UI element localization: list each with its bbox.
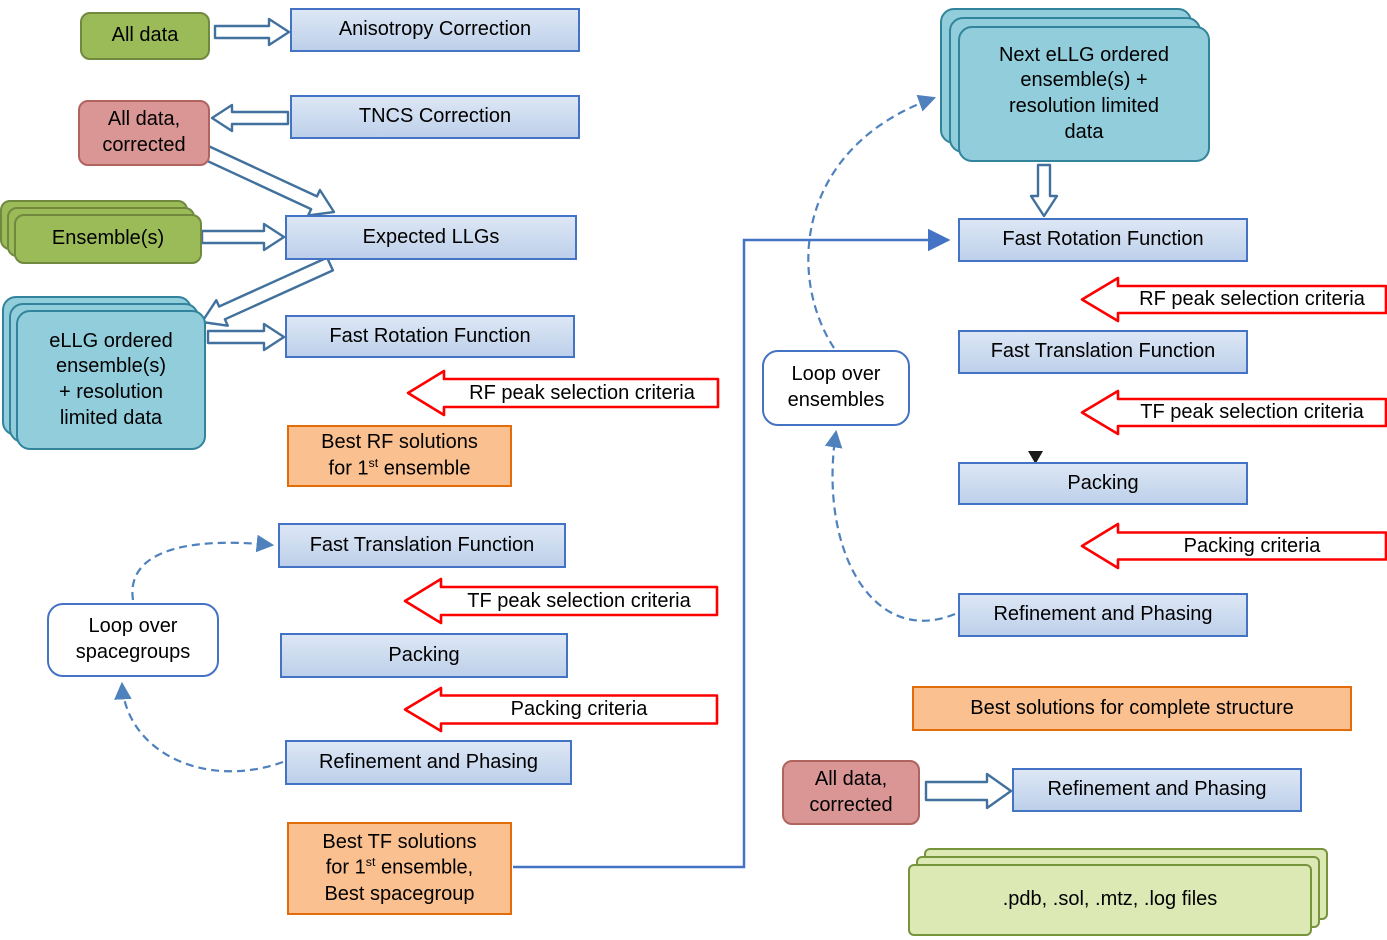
loop-ensembles-to-next-ellg-curve: [807, 94, 937, 349]
refinement-phasing-final-box: Refinement and Phasing: [1012, 768, 1302, 812]
tf-criteria-label-right: TF peak selection criteria: [1140, 401, 1364, 423]
packing-criteria-label-left: Packing criteria: [510, 698, 648, 720]
next-ellg-ordered-ensembles-box: Next eLLG ordered ensemble(s) + resoluti…: [958, 26, 1210, 162]
expected-llgs-box: Expected LLGs: [285, 215, 577, 260]
anisotropy-correction-box: Anisotropy Correction: [290, 8, 580, 52]
rf-criteria-label-left: RF peak selection criteria: [469, 381, 695, 404]
output-files-box: .pdb, .sol, .mtz, .log files: [908, 864, 1312, 936]
arrow-corrected-to-expected-llgs: [191, 140, 336, 217]
tf-criteria-label-left: TF peak selection criteria: [467, 589, 691, 612]
best-solutions-box: Best solutions for complete structure: [912, 686, 1352, 731]
packing-box-left: Packing: [280, 633, 568, 678]
ellg-ordered-ensembles-box: eLLG ordered ensemble(s) + resolution li…: [16, 310, 206, 450]
fast-rotation-function-box-left: Fast Rotation Function: [285, 315, 575, 358]
arrow-tncs-to-corrected: [210, 103, 290, 133]
refinement-phasing-box-left: Refinement and Phasing: [285, 740, 572, 785]
loop-over-ensembles-box: Loop over ensembles: [762, 350, 910, 426]
all-data-box: All data: [80, 12, 210, 60]
loop-spacegroups-to-translation-curve: [131, 534, 275, 601]
tncs-correction-box: TNCS Correction: [290, 95, 580, 139]
arrow-corrected-to-final-refinement: [924, 772, 1013, 810]
rf-criteria-label-right: RF peak selection criteria: [1139, 288, 1365, 310]
packing-criteria-label-right: Packing criteria: [1183, 534, 1321, 557]
packing-box-right: Packing: [958, 462, 1248, 505]
fast-rotation-function-box-right: Fast Rotation Function: [958, 218, 1248, 262]
refinement-to-loop-ensembles-curve: [824, 429, 956, 622]
all-data-corrected-box-2: All data, corrected: [782, 760, 920, 825]
arrow-ensembles-to-expected-llgs: [200, 222, 286, 252]
arrow-ellg-box-to-rotation: [206, 322, 286, 352]
ensembles-box: Ensemble(s): [14, 214, 202, 264]
fast-translation-function-box-left: Fast Translation Function: [278, 523, 566, 568]
all-data-corrected-box: All data, corrected: [78, 100, 210, 166]
arrow-next-ellg-to-rotation: [1029, 163, 1059, 218]
refinement-to-loop-spacegroups-curve: [114, 681, 284, 773]
refinement-phasing-box-right: Refinement and Phasing: [958, 593, 1248, 637]
fast-translation-function-box-right: Fast Translation Function: [958, 330, 1248, 374]
loop-over-spacegroups-box: Loop over spacegroups: [47, 603, 219, 677]
arrow-alldata-to-anisotropy: [213, 17, 291, 47]
